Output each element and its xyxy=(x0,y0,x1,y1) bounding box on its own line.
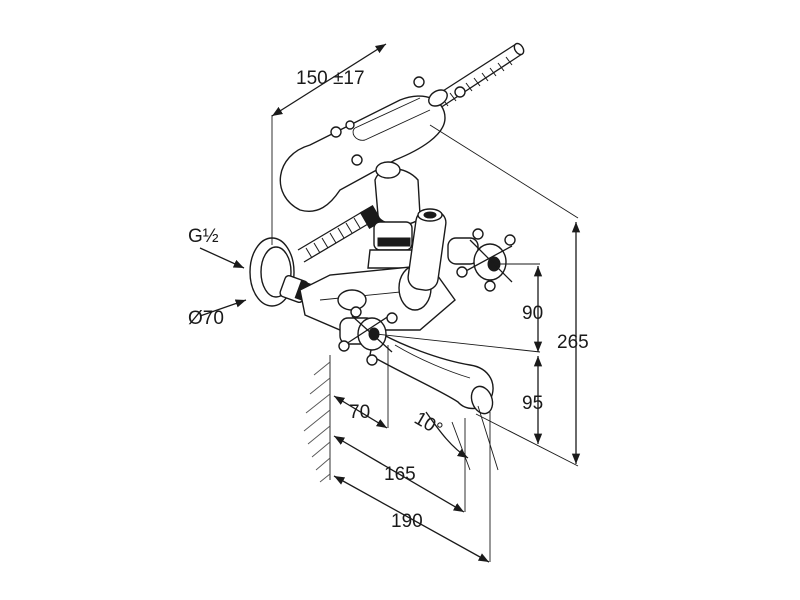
depth-165-label: 165 xyxy=(384,464,416,485)
height-265-label: 265 xyxy=(557,332,589,353)
thread-label: G½ xyxy=(188,226,219,247)
height-90-label: 90 xyxy=(522,303,544,324)
flange-diameter-label: Ø70 xyxy=(188,308,224,329)
extension-lines xyxy=(271,115,579,562)
spout xyxy=(369,328,494,415)
dimension-lines xyxy=(199,43,581,563)
shower-holder xyxy=(367,161,421,269)
depth-70-label: 70 xyxy=(349,402,371,423)
hand-shower-head xyxy=(279,76,466,212)
right-cross-handle xyxy=(447,228,516,292)
wall-hatching xyxy=(303,355,331,483)
depth-190-label: 190 xyxy=(391,511,423,532)
mixer-body xyxy=(299,208,456,331)
reach-dimension-label: 150 ±17 xyxy=(296,68,365,89)
height-95-label: 95 xyxy=(522,393,544,414)
shower-hose-left xyxy=(297,205,383,263)
